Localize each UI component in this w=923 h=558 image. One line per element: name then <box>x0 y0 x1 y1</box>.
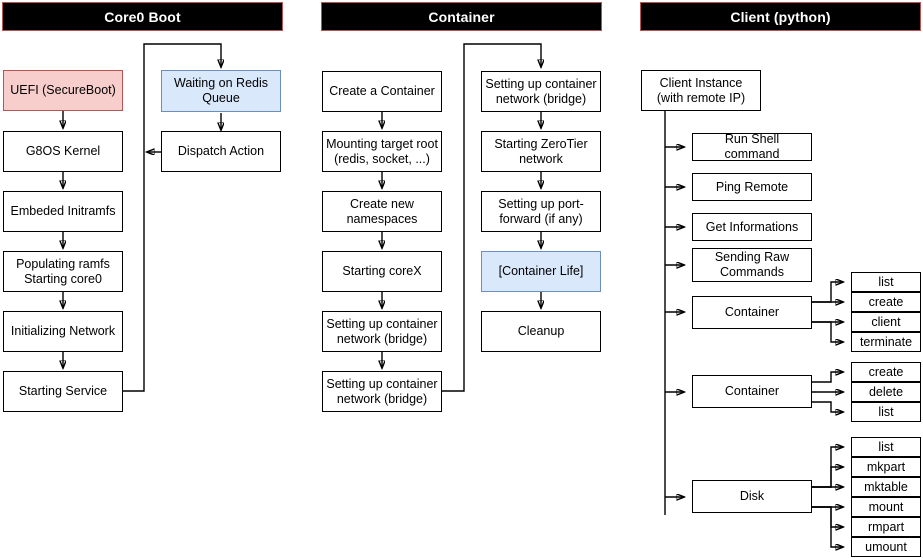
node-container-network-bridge-1[interactable]: Setting up container network (bridge) <box>322 311 442 352</box>
leaf-container-b-create[interactable]: create <box>851 362 921 382</box>
node-populating-ramfs[interactable]: Populating ramfs Starting core0 <box>3 251 123 292</box>
leaf-container-b-delete[interactable]: delete <box>851 382 921 402</box>
node-client-instance[interactable]: Client Instance (with remote IP) <box>641 70 761 111</box>
node-get-informations[interactable]: Get Informations <box>692 213 812 241</box>
node-initializing-network[interactable]: Initializing Network <box>3 311 123 352</box>
leaf-container-a-list[interactable]: list <box>851 272 921 292</box>
node-uefi-secureboot[interactable]: UEFI (SecureBoot) <box>3 70 123 111</box>
leaf-container-a-create[interactable]: create <box>851 292 921 312</box>
leaf-container-a-client[interactable]: client <box>851 312 921 332</box>
node-container-network-bridge-2[interactable]: Setting up container network (bridge) <box>322 371 442 412</box>
node-mounting-target-root[interactable]: Mounting target root (redis, socket, ...… <box>322 131 442 172</box>
leaf-container-b-list[interactable]: list <box>851 402 921 422</box>
leaf-disk-list[interactable]: list <box>851 437 921 457</box>
node-starting-zerotier-network[interactable]: Starting ZeroTier network <box>481 131 601 172</box>
node-starting-corex[interactable]: Starting coreX <box>322 251 442 292</box>
node-waiting-on-redis-queue[interactable]: Waiting on Redis Queue <box>161 70 281 112</box>
node-starting-service[interactable]: Starting Service <box>3 371 123 412</box>
node-run-shell-command[interactable]: Run Shell command <box>692 132 812 161</box>
node-client-disk[interactable]: Disk <box>692 480 812 513</box>
leaf-disk-mount[interactable]: mount <box>851 497 921 517</box>
node-container-network-bridge-3[interactable]: Setting up container network (bridge) <box>481 71 601 112</box>
node-create-new-namespaces[interactable]: Create new namespaces <box>322 191 442 232</box>
node-client-container-b[interactable]: Container <box>692 375 812 408</box>
node-g8os-kernel[interactable]: G8OS Kernel <box>3 131 123 172</box>
leaf-disk-umount[interactable]: umount <box>851 537 921 557</box>
lane-header-client: Client (python) <box>640 2 921 31</box>
leaf-container-a-terminate[interactable]: terminate <box>851 332 921 352</box>
node-dispatch-action[interactable]: Dispatch Action <box>161 131 281 172</box>
node-create-a-container[interactable]: Create a Container <box>322 71 442 112</box>
node-setting-up-port-forward[interactable]: Setting up port- forward (if any) <box>481 191 601 232</box>
node-sending-raw-commands[interactable]: Sending Raw Commands <box>692 248 812 282</box>
node-client-container-a[interactable]: Container <box>692 296 812 329</box>
node-embeded-initramfs[interactable]: Embeded Initramfs <box>3 191 123 232</box>
lane-header-core0: Core0 Boot <box>2 2 283 31</box>
leaf-disk-mktable[interactable]: mktable <box>851 477 921 497</box>
node-cleanup[interactable]: Cleanup <box>481 311 601 352</box>
leaf-disk-mkpart[interactable]: mkpart <box>851 457 921 477</box>
lane-header-container: Container <box>321 2 602 31</box>
leaf-disk-rmpart[interactable]: rmpart <box>851 517 921 537</box>
node-container-life[interactable]: [Container Life] <box>481 251 601 292</box>
node-ping-remote[interactable]: Ping Remote <box>692 173 812 201</box>
